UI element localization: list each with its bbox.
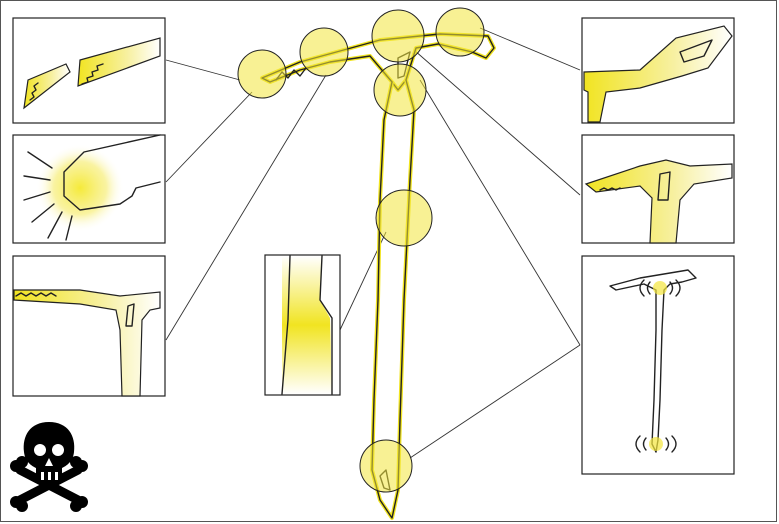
callout-shaft-bend — [264, 254, 341, 396]
callout-head-shaft-junction — [581, 134, 735, 244]
callout-adze — [581, 17, 735, 124]
skull-crossbones-icon — [10, 422, 88, 512]
highlight-circles — [237, 7, 485, 493]
callout-head-joint — [12, 255, 166, 397]
vibration-icon — [635, 279, 681, 453]
callout-vibration — [581, 255, 735, 475]
callout-pick-teeth — [12, 17, 166, 124]
callout-impact — [12, 134, 166, 244]
